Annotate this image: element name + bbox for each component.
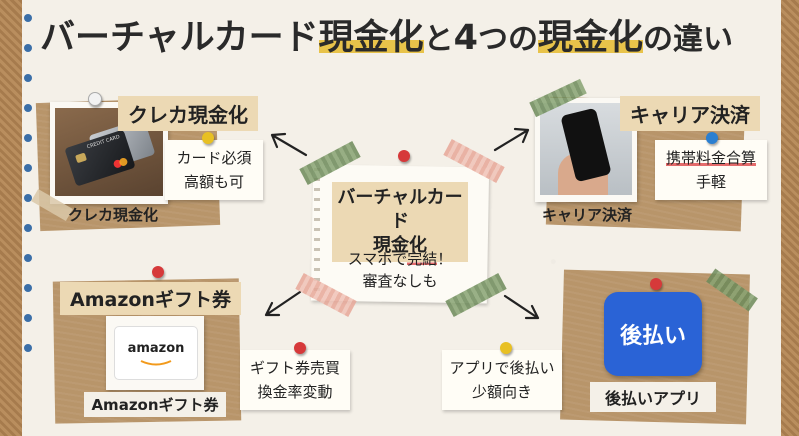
carrier-note-line2: 手軽 <box>695 173 726 191</box>
pushpin-icon <box>88 92 102 106</box>
postpay-app-text: 後払い <box>619 324 686 349</box>
title-part2: 現金化 <box>318 18 424 58</box>
center-desc-line2: 審査なしも <box>362 272 438 290</box>
postpay-note: アプリで後払い 少額向き <box>442 350 562 410</box>
pushpin-icon <box>706 132 718 144</box>
pushpin-icon <box>650 278 662 290</box>
center-desc-b: 完結 <box>407 250 438 268</box>
binder-hole <box>24 194 32 202</box>
pushpin-icon <box>202 132 214 144</box>
arrow-to-amazon <box>264 290 302 317</box>
postpay-label: 後払いアプリ <box>590 382 716 412</box>
amazon-photo-label: Amazonギフト券 <box>84 392 226 417</box>
credit-note-line2: 高額も可 <box>183 173 244 191</box>
postpay-note-line1: アプリで後払い <box>449 359 555 377</box>
carrier-photo <box>540 103 632 195</box>
title-part6: 現金化 <box>537 18 643 58</box>
amazon-title: Amazonギフト券 <box>60 282 241 315</box>
arrow-to-credit <box>270 132 308 157</box>
pushpin-icon <box>294 342 306 354</box>
binder-hole <box>24 14 32 22</box>
credit-title: クレカ現金化 <box>118 96 258 131</box>
amazon-logo-text: amazon <box>127 341 185 356</box>
postpay-note-line2: 少額向き <box>471 383 532 401</box>
title-part5: つの <box>477 22 538 57</box>
binder-hole <box>24 224 32 232</box>
binder-hole <box>24 104 32 112</box>
arrow-to-carrier <box>493 127 530 152</box>
cork-border-left <box>0 0 22 436</box>
center-description: スマホで完結！ 審査なしも <box>325 248 475 292</box>
card-chip-icon <box>75 152 88 164</box>
title-part7: の違い <box>643 22 733 57</box>
title-part4: 4 <box>453 18 478 58</box>
binder-holes <box>24 14 34 374</box>
amazon-note-line1: ギフト券売買 <box>249 359 340 377</box>
binder-hole <box>24 134 32 142</box>
amazon-gift-card: amazon <box>114 326 198 380</box>
binder-hole <box>24 344 32 352</box>
binder-hole <box>24 314 32 322</box>
carrier-title: キャリア決済 <box>620 96 760 131</box>
binder-hole <box>24 254 32 262</box>
amazon-smile-icon <box>140 360 172 366</box>
credit-note-line1: カード必須 <box>176 149 252 167</box>
center-desc-a: スマホで <box>347 250 408 268</box>
pushpin-icon <box>398 150 410 162</box>
title-part3: と <box>423 22 454 57</box>
card-network-icon <box>112 156 129 169</box>
center-title: バーチャルカード 現金化 <box>332 182 468 262</box>
credit-card-front: CREDIT CARD <box>64 129 136 187</box>
amazon-photo-frame: amazon <box>106 316 204 390</box>
pushpin-icon <box>500 342 512 354</box>
arrow-to-postpay <box>503 294 540 320</box>
credit-note: カード必須 高額も可 <box>165 140 263 200</box>
binder-hole <box>24 164 32 172</box>
pushpin-icon <box>152 266 164 278</box>
notepad-rings <box>314 168 320 298</box>
carrier-photo-label: キャリア決済 <box>541 206 632 224</box>
carrier-note: 携帯料金合算 手軽 <box>655 140 767 200</box>
binder-hole <box>24 74 32 82</box>
postpay-app-icon: 後払い <box>604 292 702 376</box>
binder-hole <box>24 44 32 52</box>
title-part1: バーチャルカード <box>40 18 319 58</box>
amazon-note-line2: 換金率変動 <box>257 383 333 401</box>
binder-hole <box>24 284 32 292</box>
credit-photo-label: クレカ現金化 <box>67 206 158 224</box>
cork-border-right <box>781 0 799 436</box>
page-title: バーチャルカード現金化と4つの現金化の違い <box>40 14 740 62</box>
center-title-line1: バーチャルカード <box>337 187 463 232</box>
center-desc-c: ！ <box>437 250 453 268</box>
carrier-note-line1: 携帯料金合算 <box>665 146 756 170</box>
amazon-note: ギフト券売買 換金率変動 <box>240 350 350 410</box>
